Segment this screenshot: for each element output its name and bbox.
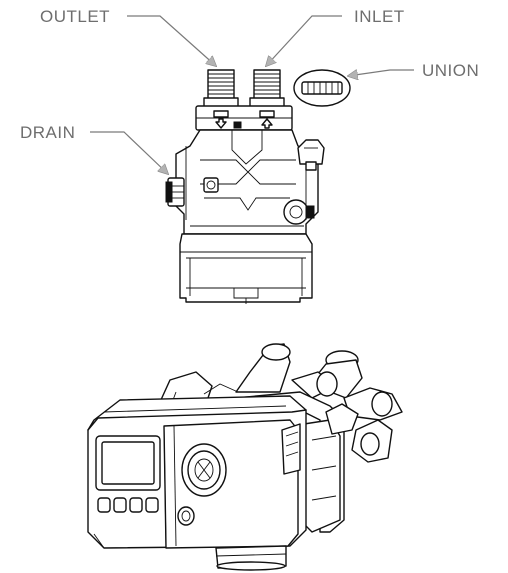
union-label: UNION: [422, 61, 479, 80]
side-fitting: [283, 199, 315, 225]
keypad-button-4[interactable]: [145, 497, 159, 513]
callout-drain: DRAIN: [20, 123, 168, 174]
control-knob: [177, 506, 195, 526]
outlet-port-fitting: [203, 69, 239, 109]
port-manifold: [195, 105, 293, 131]
keypad-button-3[interactable]: [129, 497, 143, 513]
drain-label: DRAIN: [20, 123, 75, 142]
valve-isometric-view: [87, 343, 403, 571]
rear-fittings: [159, 343, 403, 463]
keypad: [97, 497, 159, 513]
controller-housing-front: [179, 233, 313, 304]
lcd-display: [95, 435, 161, 491]
drain-fitting: [165, 177, 185, 207]
union-leader-line: [348, 70, 414, 76]
inlet-label: INLET: [354, 7, 405, 26]
union-detail-inset: [293, 69, 351, 107]
keypad-button-1[interactable]: [97, 497, 111, 513]
keypad-button-2[interactable]: [113, 497, 127, 513]
rotary-indicator: [181, 443, 227, 497]
outlet-leader-line: [127, 15, 216, 66]
valve-front-view: [165, 69, 351, 304]
callout-outlet: OUTLET: [40, 7, 216, 66]
valve-body: [175, 129, 319, 235]
drain-leader-line: [90, 131, 168, 174]
mounting-base: [215, 545, 287, 571]
callout-union: UNION: [348, 61, 479, 80]
outlet-label: OUTLET: [40, 7, 110, 26]
inlet-port-fitting: [249, 69, 285, 109]
callout-inlet: INLET: [266, 7, 405, 66]
inlet-leader-line: [266, 15, 342, 66]
bypass-knob: [297, 139, 325, 171]
